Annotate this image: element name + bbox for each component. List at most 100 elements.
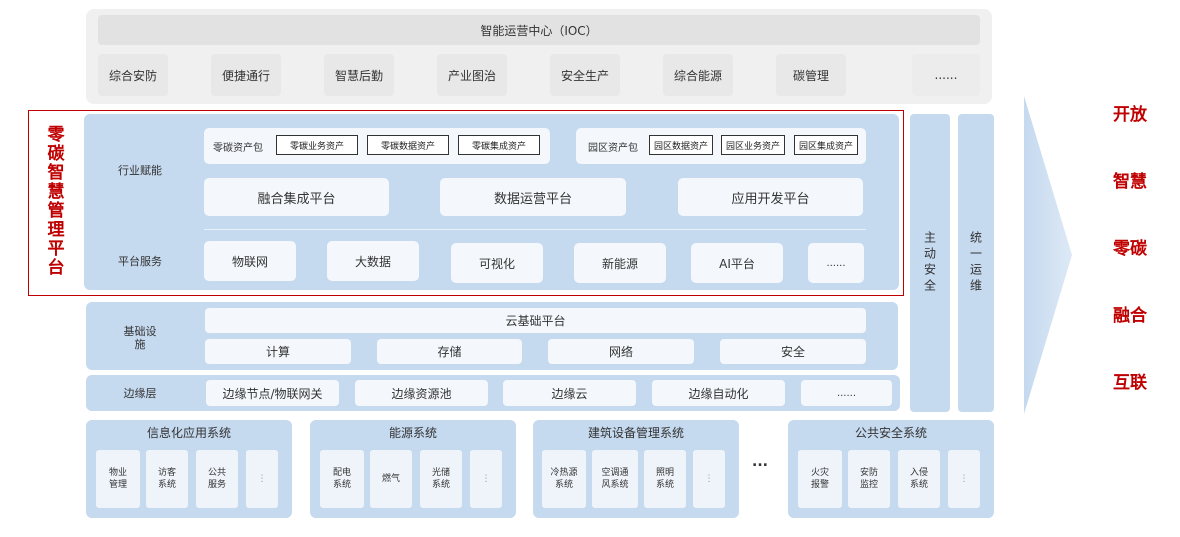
right-word: 互联	[1100, 368, 1160, 393]
edge-resource-pool: 边缘资源池	[355, 380, 488, 406]
system-item-label: 冷热源系统	[550, 468, 578, 490]
system-item-label: 空调通风系统	[601, 468, 629, 490]
right-word: 融合	[1100, 301, 1160, 326]
system-item: 访客系统	[146, 450, 188, 508]
package-item-label: 园区数据资产	[653, 141, 708, 152]
industry-label: 行业赋能	[118, 155, 162, 185]
platform-label: 融合集成平台	[257, 191, 336, 207]
package-item-label: 园区集成资产	[798, 141, 853, 152]
system-title-text: 建筑设备管理系统	[587, 425, 684, 440]
service-label: 大数据	[354, 254, 391, 269]
ioc-item-more: ......	[912, 54, 980, 96]
ioc-item-label: 综合能源	[673, 68, 722, 83]
package-item-label: 零碳集成资产	[471, 141, 526, 152]
ioc-title-text: 智能运营中心（IOC）	[480, 23, 598, 38]
edge-automation: 边缘自动化	[652, 380, 785, 406]
platform-frame	[28, 110, 904, 296]
platform-app-dev: 应用开发平台	[678, 178, 863, 216]
system-item-label: 光储系统	[431, 468, 450, 490]
system-item: 冷热源系统	[542, 450, 586, 508]
system-title: 能源系统	[310, 423, 516, 441]
system-item-label: 访客系统	[157, 468, 176, 490]
system-item-label: 安防监控	[859, 468, 878, 490]
package-right-item-integration: 园区集成资产	[794, 135, 858, 155]
ioc-item-label: 安全生产	[560, 68, 609, 83]
platform-title: 零碳智慧管理平台	[44, 126, 68, 286]
service-label: AI平台	[719, 256, 755, 271]
package-left-item-data: 零碳数据资产	[367, 135, 449, 155]
infra-label: 网络	[608, 345, 633, 359]
edge-more: ......	[801, 380, 892, 406]
package-left-name-text: 零碳资产包	[213, 142, 263, 154]
right-word-text: 互联	[1113, 372, 1147, 393]
right-word-text: 零碳	[1113, 238, 1147, 259]
package-right-name: 园区资产包	[580, 134, 646, 158]
ioc-item-label: 便捷通行	[221, 68, 270, 83]
package-left-item-integration: 零碳集成资产	[458, 135, 540, 155]
service-bigdata: 大数据	[327, 241, 419, 281]
infra-label: 安全	[780, 345, 805, 359]
infra-label: 计算	[265, 345, 290, 359]
service-label: 新能源	[601, 256, 638, 271]
ioc-item-label: ......	[934, 68, 958, 82]
package-right-item-business: 园区业务资产	[721, 135, 785, 155]
ioc-item-houqin: 智慧后勤	[324, 54, 394, 96]
service-iot: 物联网	[204, 241, 296, 281]
ioc-item-tan: 碳管理	[776, 54, 846, 96]
ioc-item-chanye: 产业图治	[437, 54, 507, 96]
system-item-label: ⋮	[481, 474, 491, 484]
system-item: 安防监控	[848, 450, 890, 508]
side-column-label: 统一运维	[968, 231, 983, 295]
system-item-label: ⋮	[704, 474, 714, 484]
edge-label: 边缘层	[120, 378, 160, 408]
system-item-label: 入侵系统	[909, 468, 928, 490]
right-word: 开放	[1100, 100, 1160, 125]
system-item: 火灾报警	[798, 450, 842, 508]
system-item-label: ⋮	[257, 474, 267, 484]
platform-title-text: 零碳智慧管理平台	[47, 125, 65, 278]
infra-network: 网络	[548, 339, 694, 364]
right-arrow-icon	[1024, 96, 1072, 414]
package-left-name: 零碳资产包	[206, 134, 270, 158]
side-column-label: 主动安全	[922, 231, 937, 295]
ioc-item-label: 智慧后勤	[334, 68, 383, 83]
system-item: 燃气	[370, 450, 412, 508]
system-item: 公共服务	[196, 450, 238, 508]
system-title: 信息化应用系统	[86, 423, 292, 441]
infra-label: 存储	[437, 345, 462, 359]
system-item-more: ⋮	[948, 450, 980, 508]
infra-compute: 计算	[205, 339, 351, 364]
edge-item-label: 边缘资源池	[391, 386, 452, 401]
industry-label-text: 行业赋能	[118, 163, 162, 177]
edge-item-label: ......	[836, 387, 857, 399]
side-column-unified-ops: 统一运维	[958, 114, 994, 412]
system-title-text: 公共安全系统	[854, 425, 927, 440]
infra-storage: 存储	[377, 339, 522, 364]
right-word-text: 融合	[1113, 305, 1147, 326]
infrastructure-label-text: 基础设施	[123, 325, 157, 351]
ioc-item-nengyuan: 综合能源	[663, 54, 733, 96]
ioc-item-label: 产业图治	[447, 68, 496, 83]
platform-label: 应用开发平台	[731, 191, 810, 207]
edge-item-label: 边缘自动化	[688, 386, 749, 401]
service-new-energy: 新能源	[574, 243, 666, 283]
system-item-more: ⋮	[693, 450, 725, 508]
ioc-item-anquan: 安全生产	[550, 54, 620, 96]
platform-fusion: 融合集成平台	[204, 178, 389, 216]
system-item: 空调通风系统	[592, 450, 638, 508]
ioc-item-tongxing: 便捷通行	[211, 54, 281, 96]
edge-node: 边缘节点/物联网关	[206, 380, 339, 406]
service-more: ......	[808, 243, 864, 283]
platform-service-label-text: 平台服务	[118, 254, 162, 268]
edge-cloud: 边缘云	[503, 380, 636, 406]
package-item-label: 零碳业务资产	[289, 141, 344, 152]
platform-label: 数据运营平台	[493, 191, 572, 207]
ioc-item-anfang: 综合安防	[98, 54, 168, 96]
platform-divider	[204, 229, 866, 230]
system-item-label: 配电系统	[332, 468, 351, 490]
package-item-label: 零碳数据资产	[380, 141, 435, 152]
right-word: 智慧	[1100, 167, 1160, 192]
system-item: 物业管理	[96, 450, 140, 508]
system-item: 光储系统	[420, 450, 462, 508]
systems-ellipsis-text: ...	[752, 454, 768, 470]
